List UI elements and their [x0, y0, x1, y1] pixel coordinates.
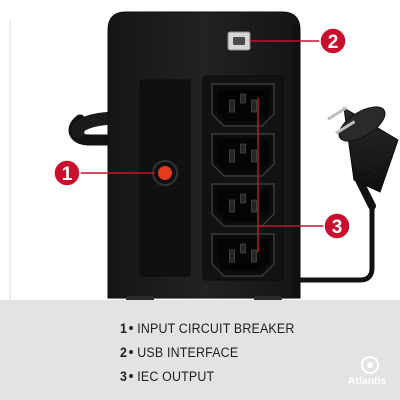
- outlet-pin-hole: [251, 149, 257, 163]
- callout-3-number: 3: [332, 217, 343, 238]
- legend-panel: [0, 300, 400, 400]
- legend-item-3-number: 3: [120, 369, 128, 384]
- plug-pin-1: [327, 106, 348, 121]
- iec-outlet-2: [211, 133, 275, 177]
- outlet-pin-hole: [251, 199, 257, 213]
- iec-outlet-1: [211, 83, 275, 127]
- usb-port-slot: [233, 37, 245, 45]
- legend-item-3-text: IEC OUTPUT: [137, 369, 215, 384]
- outlet-panel: [202, 75, 284, 281]
- legend-item-2-number: 2: [120, 345, 128, 360]
- callout-2-marker: 2: [319, 27, 347, 55]
- circuit-breaker: [152, 160, 178, 186]
- outlet-pin-hole: [240, 243, 246, 254]
- atlantis-logo-icon: [361, 356, 379, 374]
- brand-name: Atlantis: [348, 376, 387, 387]
- schuko-plug: [327, 106, 399, 193]
- outlet-pin-hole: [251, 99, 257, 113]
- outlet-pin-hole: [251, 249, 257, 263]
- legend-bullet: [128, 374, 133, 379]
- legend-item-1-number: 1: [120, 321, 128, 336]
- plug-pin-2: [335, 120, 356, 135]
- callout-1-marker: 1: [53, 159, 81, 187]
- outlet-pin-hole: [229, 99, 235, 113]
- callout-2-number: 2: [328, 32, 339, 53]
- iec-outlet-3: [211, 183, 275, 227]
- callout-3-marker: 3: [323, 212, 351, 240]
- outlet-pin-hole: [229, 149, 235, 163]
- legend-item-2-text: USB INTERFACE: [137, 345, 239, 360]
- callout-3-leader: [257, 98, 324, 252]
- breaker-button-red: [158, 166, 172, 180]
- legend-item-3: 3 IEC OUTPUT: [120, 369, 214, 384]
- legend-bullet: [128, 326, 133, 331]
- outlet-pin-hole: [240, 193, 246, 204]
- iec-outlet-4: [211, 233, 275, 277]
- legend-item-1: 1 INPUT CIRCUIT BREAKER: [120, 321, 295, 336]
- legend-item-2: 2 USB INTERFACE: [120, 345, 238, 360]
- callout-1-number: 1: [62, 164, 73, 185]
- outlet-pin-hole: [229, 249, 235, 263]
- outlet-pin-hole: [240, 93, 246, 104]
- outlet-pin-hole: [240, 143, 246, 154]
- outlet-pin-hole: [229, 199, 235, 213]
- legend-bullet: [128, 350, 133, 355]
- legend-item-1-text: INPUT CIRCUIT BREAKER: [137, 321, 295, 336]
